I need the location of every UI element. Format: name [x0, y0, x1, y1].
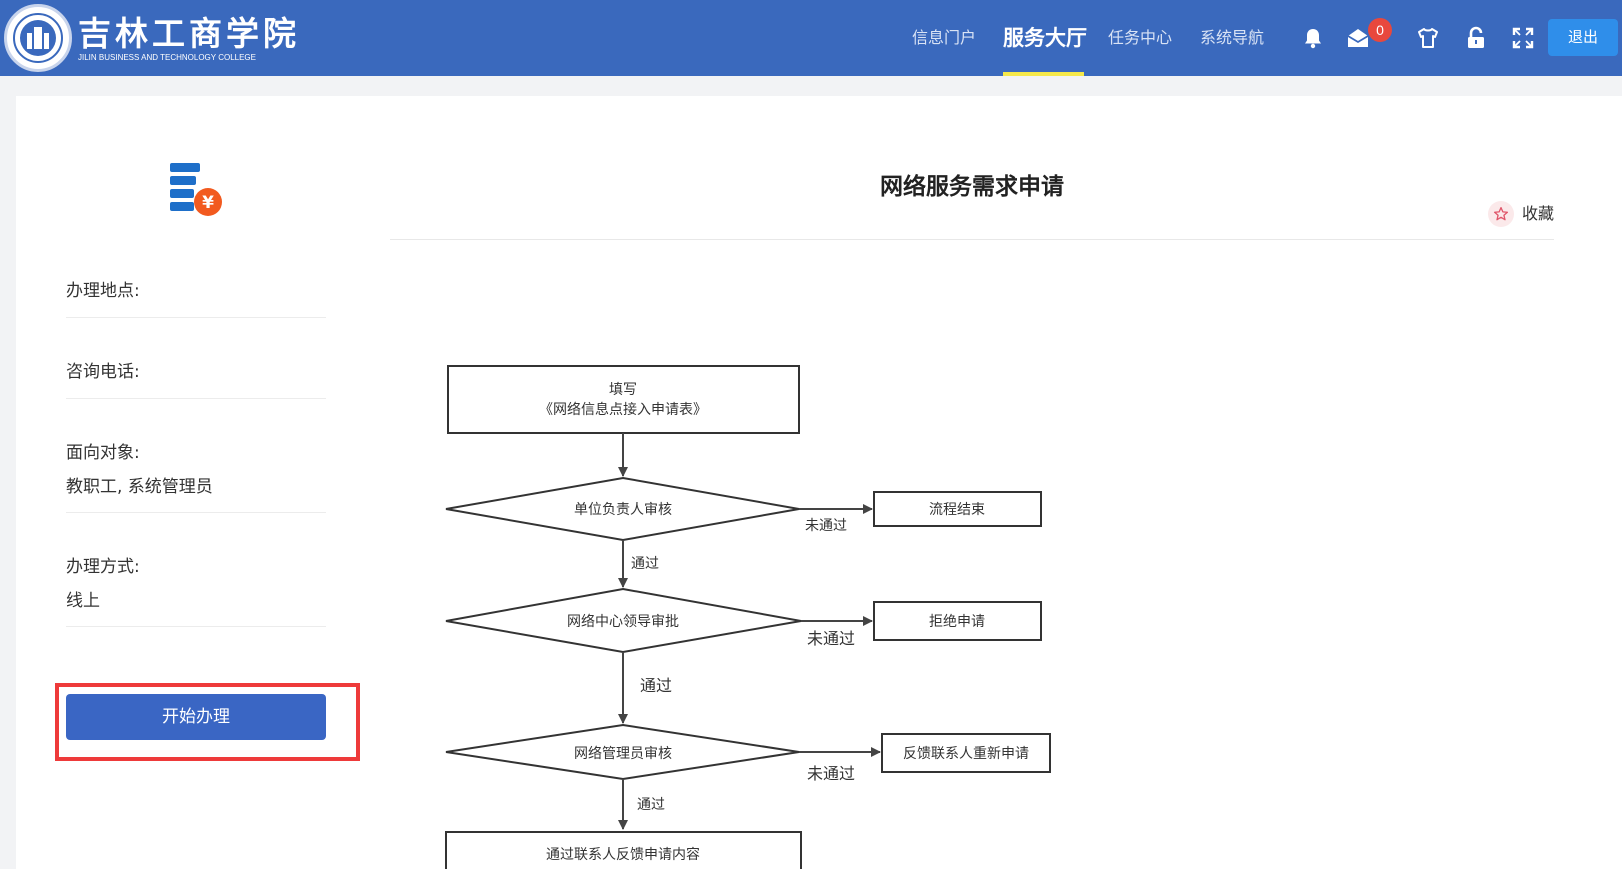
- mail-unread-badge: 0: [1368, 18, 1392, 42]
- divider: [66, 512, 326, 513]
- mail-icon[interactable]: [1346, 26, 1370, 50]
- shirt-icon[interactable]: [1416, 26, 1440, 50]
- service-detail-card: [16, 96, 1622, 869]
- audience-value: 教职工, 系统管理员: [66, 477, 213, 497]
- page-title: 网络服务需求申请: [880, 174, 1064, 200]
- logout-button[interactable]: 退出: [1548, 19, 1618, 56]
- divider: [66, 626, 326, 627]
- highlight-frame: [55, 683, 360, 761]
- svg-text:¥: ¥: [202, 193, 214, 213]
- star-icon[interactable]: [1488, 201, 1514, 227]
- college-seal-logo[interactable]: [4, 4, 72, 72]
- top-bar: 吉林工商学院 JILIN BUSINESS AND TECHNOLOGY COL…: [0, 0, 1622, 76]
- method-value: 线上: [66, 591, 100, 611]
- divider: [66, 317, 326, 318]
- fullscreen-icon[interactable]: [1511, 26, 1535, 50]
- audience-label: 面向对象:: [66, 443, 140, 463]
- nav-service-hall[interactable]: 服务大厅: [1003, 26, 1087, 50]
- bell-icon[interactable]: [1301, 26, 1325, 50]
- college-name-cn: 吉林工商学院: [78, 14, 300, 53]
- phone-label: 咨询电话:: [66, 362, 140, 382]
- method-label: 办理方式:: [66, 557, 140, 577]
- location-label: 办理地点:: [66, 281, 140, 301]
- network-payment-icon: ¥: [170, 163, 226, 219]
- favorite-label[interactable]: 收藏: [1522, 204, 1555, 223]
- nav-info-portal[interactable]: 信息门户: [912, 28, 977, 47]
- start-process-button[interactable]: 开始办理: [66, 694, 326, 740]
- nav-system-navigation[interactable]: 系统导航: [1200, 28, 1265, 47]
- active-nav-indicator: [1003, 72, 1084, 76]
- lock-icon[interactable]: [1464, 26, 1488, 50]
- college-name-en: JILIN BUSINESS AND TECHNOLOGY COLLEGE: [78, 53, 256, 62]
- nav-task-center[interactable]: 任务中心: [1108, 28, 1173, 47]
- title-divider: [390, 239, 1554, 240]
- divider: [66, 398, 326, 399]
